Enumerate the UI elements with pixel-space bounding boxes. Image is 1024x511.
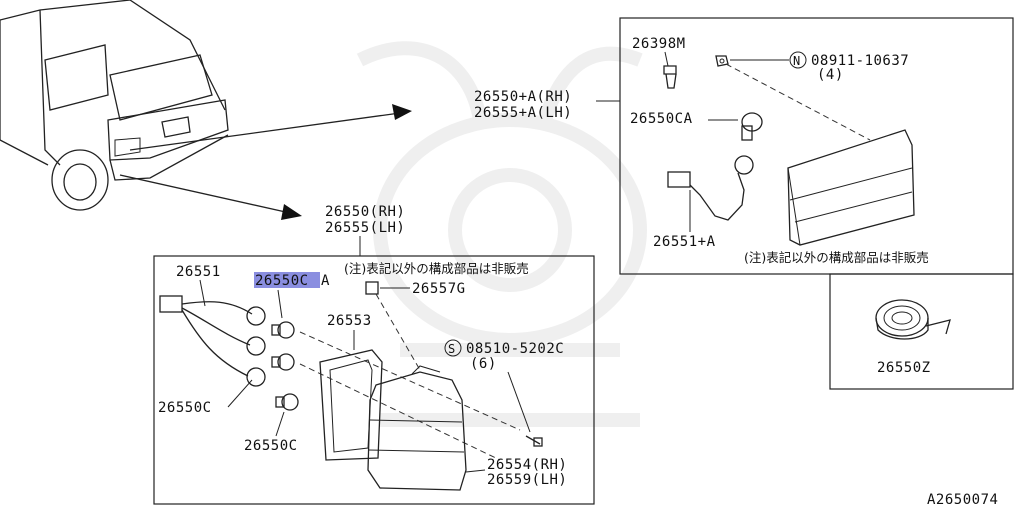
assy-main-lh-label: 26555(LH) (325, 220, 405, 236)
part-08510-qty: (6) (470, 356, 497, 372)
grommet-icon (365, 281, 379, 295)
part-26557g-label: 26557G (412, 281, 466, 297)
part-08911-label: 08911-10637 (811, 53, 909, 69)
part-26551a-label: 26551+A (653, 234, 716, 250)
dashed-guide (299, 331, 521, 431)
assy-main-rh-label: 26550(RH) (325, 204, 405, 220)
part-26550c-label-1: 26550C (158, 400, 212, 416)
bulb-icon (271, 353, 295, 371)
leader-line (227, 379, 253, 408)
part-26553-label: 26553 (327, 313, 372, 329)
arrow-to-main-box (119, 174, 302, 220)
vehicle-drawing (0, 0, 229, 211)
leader-line (465, 469, 486, 473)
leader-line (664, 51, 669, 67)
watermark-emblem-icon (356, 41, 647, 427)
clip-icon (663, 65, 677, 89)
leader-line (275, 411, 285, 437)
dashed-guide (299, 363, 501, 461)
leader-line (507, 371, 531, 433)
bulb-icon (275, 393, 299, 411)
part-26554-label: 26554(RH) (487, 457, 567, 473)
socket-harness-icon (667, 155, 754, 221)
part-08510-label: 08510-5202C (466, 341, 564, 357)
assy-upper-lh-label: 26555+A(LH) (474, 105, 572, 121)
upper-box-note: (注)表記以外の構成部品は非販売 (744, 250, 929, 265)
diagram-id: A2650074 (927, 492, 998, 508)
main-box-note: (注)表記以外の構成部品は非販売 (344, 261, 529, 276)
assy-upper-rh-label: 26550+A(RH) (474, 89, 572, 105)
part-26550ca-suffix: A (321, 273, 330, 289)
circle-n-symbol: N (789, 51, 807, 69)
leader-line (277, 289, 283, 319)
svg-text:N: N (793, 54, 801, 68)
dashed-guide (375, 293, 421, 371)
part-26550c-label-2: 26550C (244, 438, 298, 454)
dashed-guide (725, 63, 871, 141)
part-highlight[interactable] (254, 272, 320, 288)
nut-icon (715, 55, 729, 67)
part-26550ca-label: 26550CA (630, 111, 693, 127)
gasket-frame-icon (319, 349, 383, 461)
bulb-icon (271, 321, 295, 339)
bulb-icon (741, 112, 763, 141)
svg-text:S: S (448, 342, 456, 356)
part-26559-label: 26559(LH) (487, 472, 567, 488)
upper-detail-box (619, 17, 1014, 275)
part-08911-qty: (4) (817, 67, 844, 83)
circle-s-symbol: S (444, 339, 462, 357)
screw-icon (525, 435, 543, 447)
arrow-to-upper-box (129, 104, 412, 151)
main-harness-icon (159, 295, 266, 387)
upper-lamp-lens-icon (787, 129, 915, 246)
main-detail-box (153, 255, 595, 505)
part-26398m-label: 26398M (632, 36, 686, 52)
part-26550z-label: 26550Z (877, 360, 931, 376)
side-detail-box (829, 273, 1014, 390)
part-26551-label: 26551 (176, 264, 221, 280)
main-lamp-lens-icon (367, 365, 467, 491)
part-26550ca-highlight-label[interactable]: 26550C (255, 273, 309, 289)
gasket-roll-icon (875, 299, 951, 340)
